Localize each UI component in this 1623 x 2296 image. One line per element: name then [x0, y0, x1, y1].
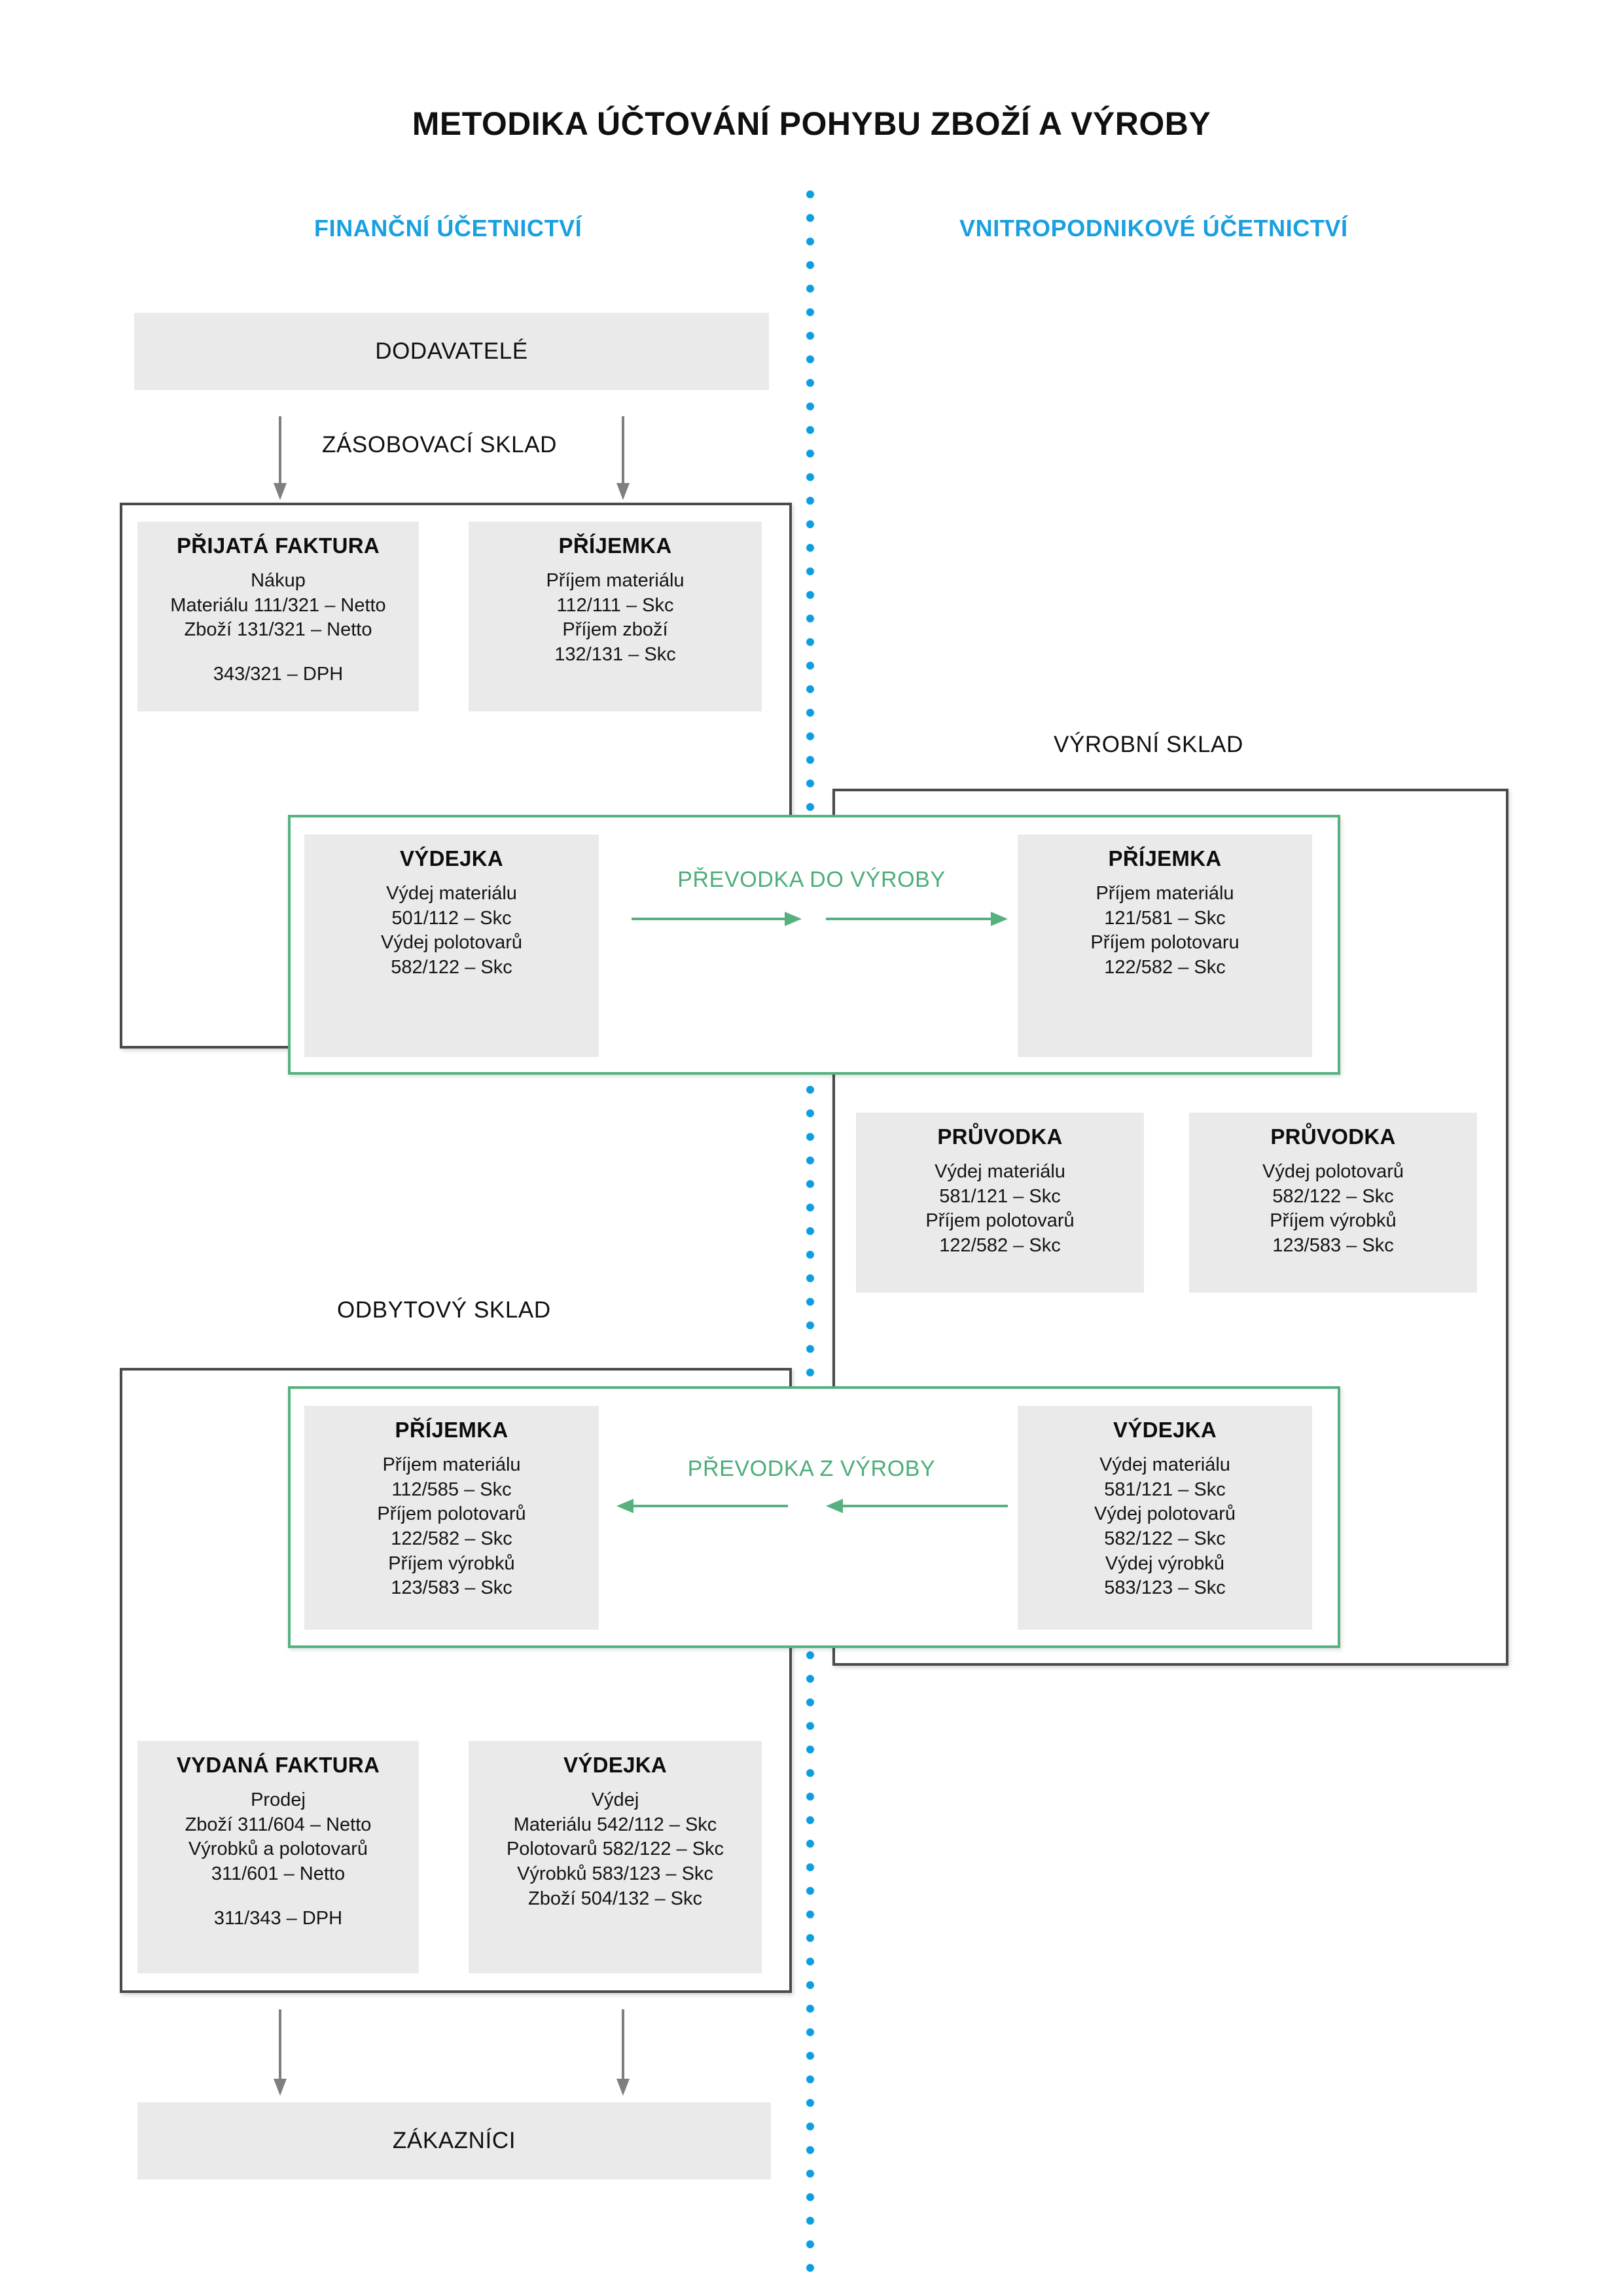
column-heading-financial: FINANČNÍ ÚČETNICTVÍ	[314, 215, 582, 242]
card-line: 581/121 – Skc	[939, 1185, 1061, 1207]
card-line: Polotovarů 582/122 – Skc	[506, 1839, 724, 1860]
card-line: Materiálu 542/112 – Skc	[513, 1814, 717, 1835]
card-line: Příjem polotovaru	[1090, 932, 1240, 954]
card-title: PRŮVODKA	[937, 1124, 1063, 1149]
card-line: 132/131 – Skc	[554, 644, 676, 666]
card-title: PŘÍJEMKA	[395, 1418, 508, 1442]
card-line: Výdej polotovarů	[1094, 1503, 1236, 1525]
card-line-extra: 343/321 – DPH	[213, 664, 344, 685]
card-line: Výdej materiálu	[935, 1161, 1065, 1182]
card-line: Materiálu 111/321 – Netto	[170, 594, 386, 616]
arrow-transfer-from-production-right	[826, 1499, 1008, 1513]
card-vydejka-production: VÝDEJKA Výdej materiálu 581/121 – Skc Vý…	[1018, 1406, 1312, 1630]
card-pruvodka-semifinished: PRŮVODKA Výdej polotovarů 582/122 – Skc …	[1189, 1113, 1477, 1293]
card-vydana-faktura: VYDANÁ FAKTURA Prodej Zboží 311/604 – Ne…	[137, 1741, 419, 1973]
card-line: Výdej	[591, 1789, 639, 1810]
transfer-label-from-production: PŘEVODKA Z VÝROBY	[687, 1456, 936, 1481]
card-line: 123/583 – Skc	[1272, 1235, 1394, 1257]
card-prijemka-supply: PŘÍJEMKA Příjem materiálu 112/111 – Skc …	[469, 522, 762, 711]
card-title: VÝDEJKA	[400, 846, 503, 870]
transfer-label-to-production: PŘEVODKA DO VÝROBY	[677, 867, 946, 892]
card-line: Výrobků a polotovarů	[188, 1839, 368, 1860]
card-line: 122/582 – Skc	[1104, 957, 1226, 978]
card-line: 122/582 – Skc	[939, 1235, 1061, 1257]
warehouse-label-sales: ODBYTOVÝ SKLAD	[337, 1297, 551, 1323]
warehouse-label-production: VÝROBNÍ SKLAD	[1054, 732, 1243, 757]
arrow-suppliers-to-receipt	[616, 416, 630, 500]
arrow-suppliers-to-invoice	[274, 416, 287, 500]
card-title: PŘÍJEMKA	[1108, 846, 1222, 870]
card-title: VÝDEJKA	[563, 1753, 667, 1777]
card-line: Příjem výrobků	[388, 1552, 515, 1574]
column-heading-internal: VNITROPODNIKOVÉ ÚČETNICTVÍ	[959, 215, 1348, 242]
card-line: 122/582 – Skc	[391, 1528, 512, 1550]
card-title: PŘÍJEMKA	[558, 533, 672, 558]
card-line: 121/581 – Skc	[1104, 907, 1226, 929]
card-line: Výdej materiálu	[386, 883, 517, 904]
card-line: Výrobků 583/123 – Skc	[517, 1863, 713, 1885]
card-line: Výdej výrobků	[1105, 1552, 1225, 1574]
page-title: METODIKA ÚČTOVÁNÍ POHYBU ZBOŽÍ A VÝROBY	[412, 105, 1211, 142]
warehouse-label-supply: ZÁSOBOVACÍ SKLAD	[322, 432, 558, 457]
card-line: 112/585 – Skc	[391, 1479, 512, 1500]
suppliers-banner: DODAVATELÉ	[134, 313, 769, 390]
card-title: VÝDEJKA	[1113, 1418, 1217, 1442]
card-line: Příjem materiálu	[382, 1454, 521, 1475]
card-line: Příjem polotovarů	[925, 1210, 1075, 1232]
card-line: 311/601 – Netto	[211, 1863, 346, 1885]
card-line: 123/583 – Skc	[391, 1577, 512, 1599]
card-line: Zboží 131/321 – Netto	[184, 619, 372, 641]
card-vydejka-supply: VÝDEJKA Výdej materiálu 501/112 – Skc Vý…	[304, 834, 599, 1057]
customers-banner: ZÁKAZNÍCI	[137, 2102, 771, 2179]
card-line: 501/112 – Skc	[391, 907, 512, 929]
card-line: Zboží 504/132 – Skc	[528, 1888, 702, 1909]
card-vydejka-sales: VÝDEJKA Výdej Materiálu 542/112 – Skc Po…	[469, 1741, 762, 1973]
card-line-extra: 311/343 – DPH	[213, 1907, 343, 1929]
vertical-dotted-divider	[806, 190, 815, 2284]
card-line: Příjem materiálu	[1096, 883, 1234, 904]
card-title: PRŮVODKA	[1270, 1124, 1396, 1149]
card-line: Výdej polotovarů	[1262, 1161, 1404, 1182]
card-line: Prodej	[251, 1789, 306, 1810]
card-line: 582/122 – Skc	[391, 957, 512, 978]
card-line: Příjem zboží	[562, 619, 668, 641]
arrow-transfer-from-production-left	[616, 1499, 788, 1513]
arrow-transfer-to-production-right	[826, 912, 1008, 926]
card-line: Příjem materiálu	[546, 570, 685, 591]
card-line: 582/122 – Skc	[1272, 1185, 1394, 1207]
card-line: Výdej materiálu	[1099, 1454, 1230, 1475]
card-line: Zboží 311/604 – Netto	[185, 1814, 372, 1835]
card-prijemka-sales: PŘÍJEMKA Příjem materiálu 112/585 – Skc …	[304, 1406, 599, 1630]
card-line: Nákup	[251, 570, 306, 591]
card-prijemka-production: PŘÍJEMKA Příjem materiálu 121/581 – Skc …	[1018, 834, 1312, 1057]
card-line: 112/111 – Skc	[556, 594, 674, 616]
arrow-transfer-to-production-left	[632, 912, 802, 926]
card-line: 582/122 – Skc	[1104, 1528, 1226, 1550]
arrow-invoice-to-customers	[274, 2009, 287, 2096]
card-line: Příjem výrobků	[1270, 1210, 1397, 1232]
card-title: VYDANÁ FAKTURA	[176, 1753, 380, 1777]
arrow-issue-to-customers	[616, 2009, 630, 2096]
card-line: 583/123 – Skc	[1104, 1577, 1226, 1599]
card-line: Výdej polotovarů	[380, 932, 523, 954]
card-pruvodka-material: PRŮVODKA Výdej materiálu 581/121 – Skc P…	[856, 1113, 1144, 1293]
card-line: 581/121 – Skc	[1104, 1479, 1226, 1500]
card-prijata-faktura: PŘIJATÁ FAKTURA Nákup Materiálu 111/321 …	[137, 522, 419, 711]
card-line: Příjem polotovarů	[377, 1503, 526, 1525]
card-title: PŘIJATÁ FAKTURA	[176, 533, 380, 558]
